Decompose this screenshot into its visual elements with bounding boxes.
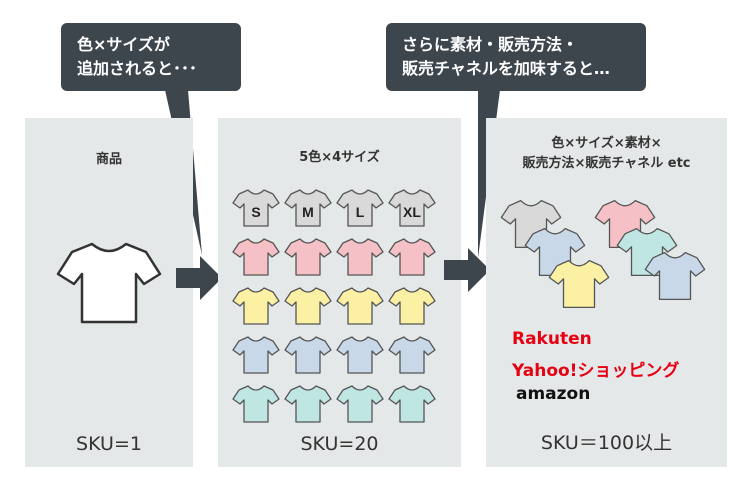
bubble-line: 色×サイズが xyxy=(77,35,170,54)
bubble-line: 販売チャネルを加味すると… xyxy=(402,59,610,78)
speech-bubble-more-factors: さらに素材・販売方法・ 販売チャネルを加味すると… xyxy=(386,23,646,91)
tshirt-icon xyxy=(56,242,162,324)
panel-all-factors: 色×サイズ×素材× 販売方法×販売チャネル etc Rakuten Yahoo!… xyxy=(486,118,727,467)
tshirt-icon: S xyxy=(232,189,280,227)
size-label: L xyxy=(356,204,365,220)
panel-title-line: 色×サイズ×素材× xyxy=(551,136,662,151)
panel-product: 商品 SKU=1 xyxy=(25,118,193,467)
size-label: XL xyxy=(403,204,421,220)
tshirt-icon: M xyxy=(284,189,332,227)
sku-count: SKU=1 xyxy=(76,433,142,455)
panel-title: 色×サイズ×素材× 販売方法×販売チャネル etc xyxy=(486,134,727,174)
tshirt-grid: S M L XL xyxy=(232,189,436,423)
right-arrow-icon xyxy=(176,256,222,300)
sku-count: SKU＝100以上 xyxy=(540,432,673,454)
tshirt-icon xyxy=(336,336,384,374)
tshirt-icon xyxy=(336,238,384,276)
tshirt-icon xyxy=(388,238,436,276)
tshirt-icon xyxy=(284,336,332,374)
tshirt-icon xyxy=(232,238,280,276)
tshirt-icon: XL xyxy=(388,189,436,227)
channel-rakuten: Rakuten xyxy=(512,329,592,349)
channel-yahoo-shopping: Yahoo!ショッピング xyxy=(512,361,680,381)
tshirt-icon xyxy=(388,385,436,423)
tshirt-icon xyxy=(284,238,332,276)
tshirt-icon xyxy=(336,385,384,423)
right-arrow-icon xyxy=(444,248,490,292)
speech-bubble-colors-sizes: 色×サイズが 追加されると･･･ xyxy=(61,23,241,91)
tshirt-icon xyxy=(548,259,610,309)
panel-title: 5色×4サイズ xyxy=(299,150,380,165)
tshirt-icon xyxy=(232,336,280,374)
tshirt-icon xyxy=(284,287,332,325)
tshirt-icon xyxy=(232,385,280,423)
panel-title-line: 販売方法×販売チャネル etc xyxy=(522,156,691,171)
tshirt-icon xyxy=(644,251,706,301)
size-label: M xyxy=(302,204,314,220)
tshirt-icon xyxy=(284,385,332,423)
tshirt-icon xyxy=(232,287,280,325)
sku-count: SKU=20 xyxy=(300,433,379,455)
tshirt-icon: L xyxy=(336,189,384,227)
tshirt-cluster xyxy=(500,199,706,309)
size-label: S xyxy=(251,204,260,220)
tshirt-icon xyxy=(388,336,436,374)
panel-colors-sizes: 5色×4サイズ S M L XL SKU=20 xyxy=(218,118,461,467)
panel-title: 商品 xyxy=(95,152,122,167)
channel-amazon: amazon xyxy=(516,384,591,404)
bubble-line: さらに素材・販売方法・ xyxy=(402,35,579,54)
tshirt-icon xyxy=(336,287,384,325)
tshirt-icon xyxy=(388,287,436,325)
bubble-line: 追加されると･･･ xyxy=(77,59,198,78)
